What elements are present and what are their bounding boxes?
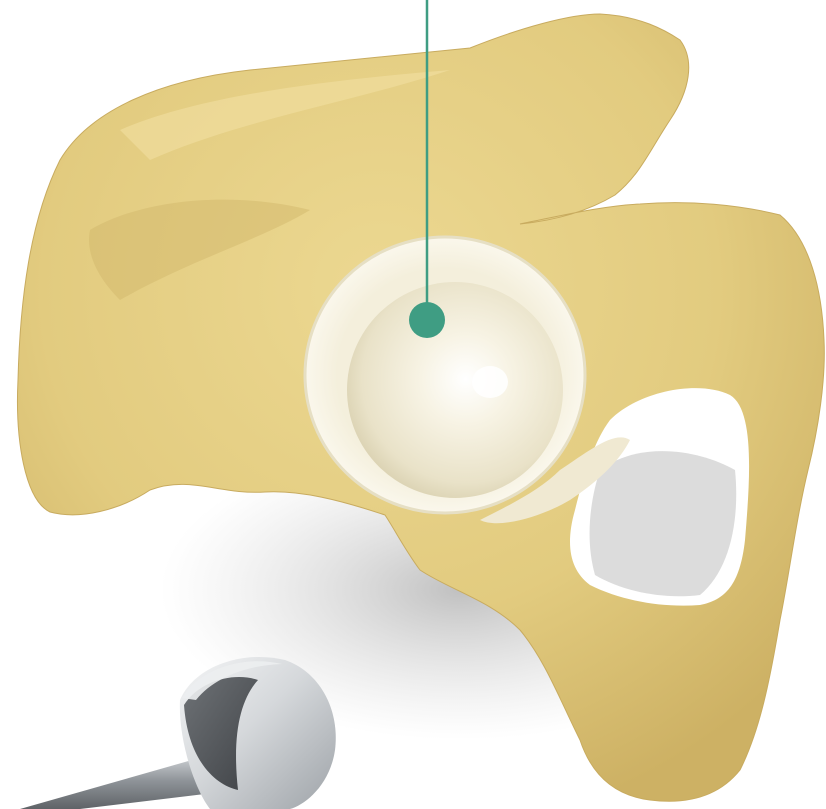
foramen-inner-shade (590, 451, 737, 596)
femoral-head-implant (20, 657, 336, 809)
callout-marker-icon[interactable] (409, 302, 445, 338)
acetabular-cup-liner (347, 282, 563, 498)
cup-highlight (472, 366, 508, 398)
